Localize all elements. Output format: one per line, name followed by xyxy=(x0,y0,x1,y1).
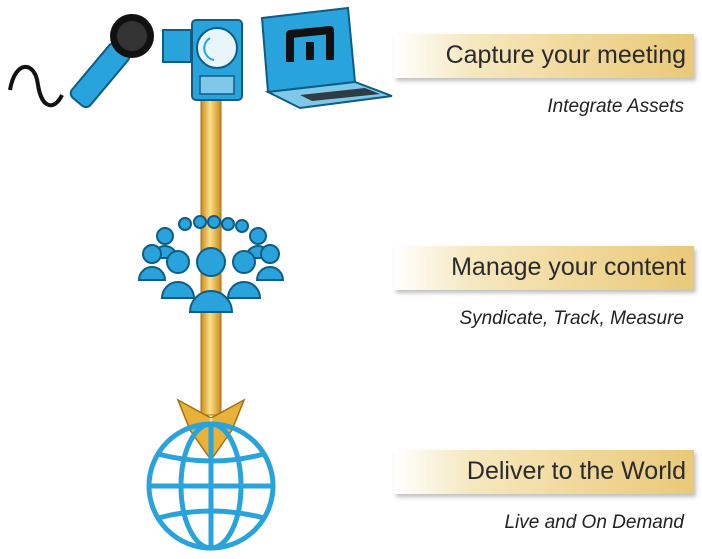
microphone-icon xyxy=(8,14,154,109)
step-title-capture: Capture your meeting xyxy=(445,41,686,69)
globe-icon xyxy=(146,421,276,551)
laptop-icon xyxy=(260,6,393,110)
camera-icon xyxy=(162,19,243,101)
step-banner-deliver xyxy=(394,450,694,494)
step-banner-manage xyxy=(394,246,694,290)
step-subtitle-capture: Integrate Assets xyxy=(547,96,684,117)
arrow-icon xyxy=(176,94,246,462)
step-subtitle-deliver: Live and On Demand xyxy=(504,512,684,533)
step-title-manage: Manage your content xyxy=(451,253,686,281)
step-title-deliver: Deliver to the World xyxy=(466,457,686,485)
audience-icon xyxy=(137,215,285,313)
step-subtitle-manage: Syndicate, Track, Measure xyxy=(459,308,684,329)
step-banner-capture xyxy=(394,34,694,78)
